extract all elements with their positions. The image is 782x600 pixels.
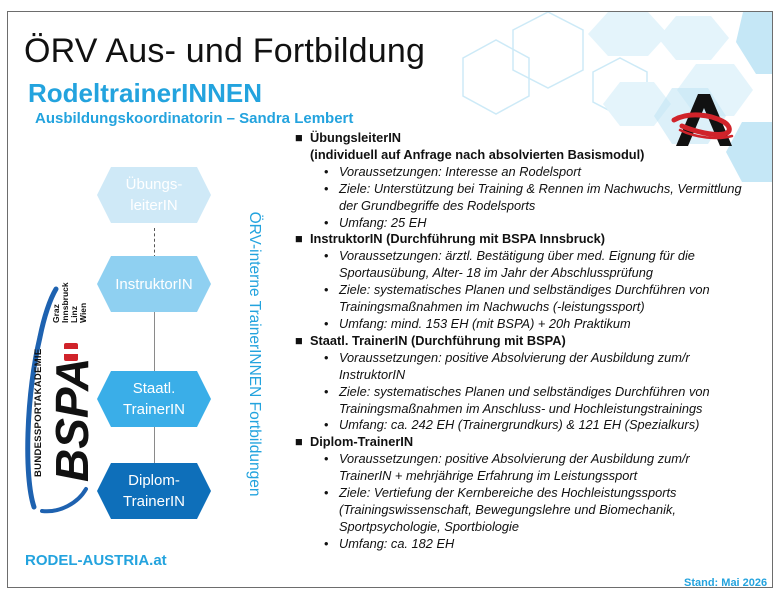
square-bullet-icon: ■ — [295, 332, 303, 348]
dashed-connector — [154, 228, 155, 258]
dot-bullet-icon: • — [324, 248, 329, 264]
list-item: • Voraussetzungen: positive Absolvierung … — [295, 350, 745, 384]
hex-label-line: InstruktorIN — [115, 275, 193, 293]
section-title-text: InstruktorIN (Durchführung mit BSPA Inns… — [310, 231, 606, 247]
page-subtitle: RodeltrainerINNEN — [28, 78, 263, 108]
list-item: • Umfang: ca. 242 EH (Trainergrundkurs) &… — [295, 417, 745, 434]
slide-frame: ÖRV Aus- und Fortbildung RodeltrainerINN… — [7, 11, 773, 588]
dot-bullet-icon: • — [324, 180, 329, 196]
connector-line — [154, 311, 155, 371]
list-item-text: Umfang: ca. 242 EH (Trainergrundkurs) & … — [339, 417, 700, 433]
hex-diplom-trainer: Diplom- TrainerIN — [97, 463, 211, 519]
section-title: ■ ÜbungsleiterIN — [295, 130, 745, 147]
hex-label-line: TrainerIN — [123, 401, 185, 418]
section-note: (individuell auf Anfrage nach absolviert… — [310, 146, 645, 162]
dot-bullet-icon: • — [324, 163, 329, 179]
section-instruktor: ■ InstruktorIN (Durchführung mit BSPA Inn… — [295, 231, 745, 332]
square-bullet-icon: ■ — [295, 434, 303, 450]
vertical-label: ÖRV-interne TrainerINNEN Fortbildungen — [246, 211, 263, 497]
list-item-text: Umfang: 25 EH — [339, 214, 427, 230]
dot-bullet-icon: • — [324, 383, 329, 399]
section-title-text: Staatl. TrainerIN (Durchführung mit BSPA… — [310, 332, 566, 348]
dot-bullet-icon: • — [324, 315, 329, 331]
list-item-text: Voraussetzungen: positive Absolvierung d… — [339, 451, 690, 484]
list-item: • Ziele: Vertiefung der Kernbereiche des … — [295, 485, 745, 536]
square-bullet-icon: ■ — [295, 231, 303, 247]
list-item: • Ziele: systematisches Planen und selbst… — [295, 384, 745, 418]
bspa-wordmark: BSPA — [46, 357, 98, 482]
section-staatl-trainer: ■ Staatl. TrainerIN (Durchführung mit BSP… — [295, 333, 745, 434]
coordinator-line: Ausbildungskoordinatorin – Sandra Lember… — [35, 110, 354, 127]
list-item: • Ziele: systematisches Planen und selbst… — [295, 282, 745, 316]
list-item: • Umfang: 25 EH — [295, 215, 745, 232]
list-item-text: Voraussetzungen: ärztl. Bestätigung über… — [339, 248, 695, 281]
list-item-text: Ziele: Vertiefung der Kernbereiche des H… — [339, 485, 677, 534]
list-item-text: Voraussetzungen: Interesse an Rodelsport — [339, 163, 582, 179]
section-title: ■ Diplom-TrainerIN — [295, 434, 745, 451]
section-title: ■ InstruktorIN (Durchführung mit BSPA Inn… — [295, 231, 745, 248]
list-item: • Voraussetzungen: ärztl. Bestätigung übe… — [295, 248, 745, 282]
list-item-text: Ziele: Unterstützung bei Training & Renn… — [339, 180, 742, 213]
website-url: RODEL-AUSTRIA.at — [25, 552, 167, 569]
bspa-cities: Graz Innsbruck Linz Wien — [51, 282, 88, 323]
hex-uebungsleiter: Übungs-leiterIN — [97, 167, 211, 223]
section-title-text: Diplom-TrainerIN — [310, 434, 414, 450]
hex-label-line: leiterIN — [130, 197, 178, 214]
hex-label-line: Übungs- — [125, 176, 183, 193]
bspa-swoosh-icon — [25, 286, 88, 514]
section-title-text: ÜbungsleiterIN — [310, 130, 402, 145]
list-item: • Umfang: mind. 153 EH (mit BSPA) + 20h P… — [295, 316, 745, 333]
hex-label-line: Staatl. — [132, 380, 176, 397]
list-item: • Voraussetzungen: Interesse an Rodelspor… — [295, 164, 745, 181]
dot-bullet-icon: • — [324, 417, 329, 433]
list-item-text: Umfang: ca. 182 EH — [339, 535, 455, 551]
training-levels-list: ■ ÜbungsleiterIN (individuell auf Anfrage… — [295, 130, 745, 553]
vertical-label-box: ÖRV-interne TrainerINNEN Fortbildungen — [240, 194, 268, 514]
list-item: • Umfang: ca. 182 EH — [295, 536, 745, 553]
dot-bullet-icon: • — [324, 282, 329, 298]
section-diplom-trainer: ■ Diplom-TrainerIN • Voraussetzungen: posi… — [295, 434, 745, 552]
footer-stand: Stand: Mai 2026 — [684, 577, 768, 588]
dot-bullet-icon: • — [324, 485, 329, 501]
section-uebungsleiter: ■ ÜbungsleiterIN (individuell auf Anfrage… — [295, 130, 745, 231]
dot-bullet-icon: • — [324, 451, 329, 467]
dot-bullet-icon: • — [324, 535, 329, 551]
list-item-text: Ziele: systematisches Planen und selbstä… — [339, 282, 710, 315]
list-item: • Voraussetzungen: positive Absolvierung … — [295, 451, 745, 485]
page-title: ÖRV Aus- und Fortbildung — [24, 32, 426, 70]
list-item-text: Ziele: systematisches Planen und selbstä… — [339, 383, 710, 416]
hex-label-line: TrainerIN — [123, 493, 185, 510]
dot-bullet-icon: • — [324, 349, 329, 365]
bspa-logo: BSPA BUNDESSPORTAKADEMIE Graz Innsbruck … — [20, 277, 98, 515]
list-item-text: Voraussetzungen: positive Absolvierung d… — [339, 349, 690, 382]
hex-instruktor: InstruktorIN — [97, 256, 211, 312]
bspa-fullname: BUNDESSPORTAKADEMIE — [33, 348, 44, 477]
section-title: ■ Staatl. TrainerIN (Durchführung mit BSP… — [295, 333, 745, 350]
hex-staatl-trainer: Staatl. TrainerIN — [97, 371, 211, 427]
square-bullet-icon: ■ — [295, 130, 303, 145]
bspa-city: Wien — [78, 302, 88, 323]
dot-bullet-icon: • — [324, 214, 329, 230]
connector-line — [154, 427, 155, 467]
list-item-text: Umfang: mind. 153 EH (mit BSPA) + 20h Pr… — [339, 315, 631, 331]
list-item: • Ziele: Unterstützung bei Training & Ren… — [295, 181, 745, 215]
hex-label-line: Diplom- — [128, 472, 180, 489]
oerv-a-logo-icon — [671, 94, 734, 146]
